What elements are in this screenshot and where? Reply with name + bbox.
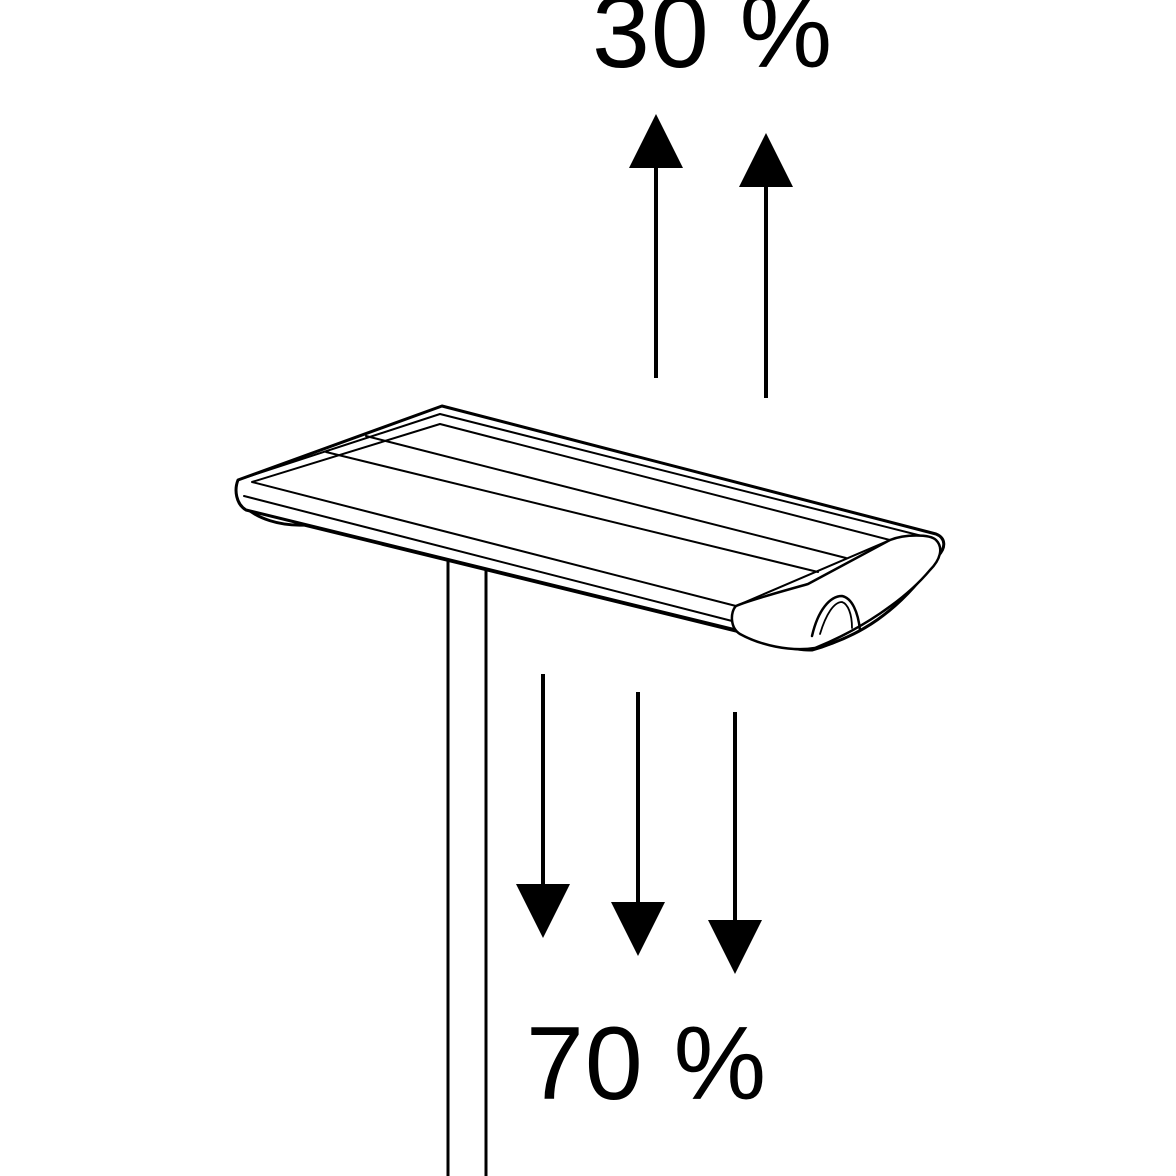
luminaire-divider xyxy=(325,451,819,573)
uplight-percentage-label: 30 % xyxy=(592,0,834,90)
luminaire-end-opening-inner xyxy=(819,601,853,635)
uplight-arrow xyxy=(629,114,683,378)
luminaire-divider-inner xyxy=(365,435,847,559)
luminaire-end-cap xyxy=(730,534,942,651)
lamp-pole xyxy=(446,558,488,1176)
luminaire-top-rim xyxy=(243,413,931,539)
uplight-arrows xyxy=(629,114,793,398)
downlight-arrow xyxy=(611,692,665,956)
downlight-arrow xyxy=(516,674,570,938)
luminaire-head xyxy=(234,404,946,652)
downlight-percentage-label: 70 % xyxy=(526,1006,768,1122)
luminaire-end-opening xyxy=(810,594,862,638)
luminaire-front-lip xyxy=(243,495,737,623)
uplight-arrow xyxy=(739,133,793,398)
downlight-arrow xyxy=(708,712,762,974)
downlight-arrows xyxy=(516,674,762,974)
